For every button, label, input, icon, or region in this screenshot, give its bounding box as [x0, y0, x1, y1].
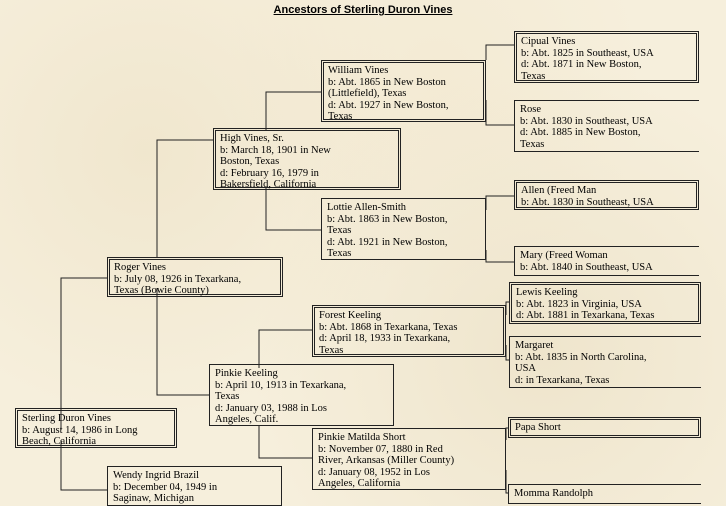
- person-birth: b: Abt. 1835 in North Carolina,: [515, 351, 647, 363]
- person-death-cont: Bakersfield, California: [220, 179, 317, 190]
- person-birth: b: Abt. 1863 in New Boston,: [327, 213, 448, 225]
- person-birth-cont: Beach, California: [22, 436, 97, 447]
- person-name: Forest Keeling: [319, 310, 382, 321]
- person-box-sterling[interactable]: Sterling Duron Vines b: August 14, 1986 …: [15, 408, 177, 448]
- person-death-cont: Angeles, Calif.: [215, 414, 279, 425]
- person-death: d: January 03, 1988 in Los: [215, 402, 327, 414]
- person-box-margaret[interactable]: Margaret b: Abt. 1835 in North Carolina,…: [509, 336, 701, 388]
- person-box-roger[interactable]: Roger Vines b: July 08, 1926 in Texarkan…: [107, 257, 283, 297]
- person-death: d: in Texarkana, Texas: [515, 374, 610, 386]
- person-birth-cont: Texas (Bowie County): [114, 285, 209, 296]
- person-birth: b: Abt. 1865 in New Boston: [328, 76, 446, 88]
- person-name: Pinkie Keeling: [215, 368, 278, 379]
- person-birth-cont: USA: [515, 363, 537, 374]
- person-birth-cont: Boston, Texas: [220, 156, 280, 167]
- person-name: Rose: [520, 104, 541, 115]
- person-death: d: Abt. 1885 in New Boston,: [520, 127, 641, 138]
- person-name: Momma Randolph: [514, 488, 594, 499]
- person-box-rose[interactable]: Rose b: Abt. 1830 in Southeast, USA d: A…: [514, 100, 699, 152]
- person-name: Lewis Keeling: [516, 287, 578, 298]
- person-box-mary[interactable]: Mary (Freed Woman b: Abt. 1840 in Southe…: [514, 246, 699, 276]
- person-birth: b: Abt. 1840 in Southeast, USA: [520, 261, 653, 273]
- person-name: High Vines, Sr.: [220, 133, 284, 144]
- person-box-papa-short[interactable]: Papa Short: [508, 417, 701, 438]
- person-birth: b: March 18, 1901 in New: [220, 144, 331, 156]
- person-birth-cont: River, Arkansas (Miller County): [318, 455, 455, 466]
- person-death-cont: Texas: [327, 248, 352, 259]
- person-box-pinkie-keeling[interactable]: Pinkie Keeling b: April 10, 1913 in Texa…: [209, 364, 394, 426]
- person-name: Lottie Allen-Smith: [327, 202, 407, 213]
- person-birth-cont: Texas: [327, 225, 352, 236]
- person-box-lewis-keeling[interactable]: Lewis Keeling b: Abt. 1823 in Virginia, …: [509, 282, 701, 324]
- person-name: Mary (Freed Woman: [520, 250, 608, 261]
- person-death: d: February 16, 1979 in: [220, 167, 319, 179]
- person-box-forest-keeling[interactable]: Forest Keeling b: Abt. 1868 in Texarkana…: [312, 305, 506, 357]
- person-box-wendy[interactable]: Wendy Ingrid Brazil b: December 04, 1949…: [107, 466, 282, 506]
- person-death-cont: Texas: [520, 138, 545, 150]
- person-box-allen[interactable]: Allen (Freed Man b: Abt. 1830 in Southea…: [514, 180, 699, 210]
- person-death-cont: Texas: [328, 111, 353, 122]
- person-birth-cont: Texas: [215, 391, 240, 402]
- person-death: d: Abt. 1921 in New Boston,: [327, 236, 448, 248]
- person-birth: b: Abt. 1830 in Southeast, USA: [521, 196, 654, 208]
- person-birth: b: Abt. 1823 in Virginia, USA: [516, 298, 642, 310]
- person-box-pinkie-short[interactable]: Pinkie Matilda Short b: November 07, 188…: [312, 428, 506, 490]
- person-box-cipual-vines[interactable]: Cipual Vines b: Abt. 1825 in Southeast, …: [514, 31, 699, 83]
- person-birth: b: Abt. 1830 in Southeast, USA: [520, 115, 653, 127]
- person-birth-cont: (Littlefield), Texas: [328, 88, 407, 99]
- person-name: Wendy Ingrid Brazil: [113, 470, 200, 481]
- person-birth: b: April 10, 1913 in Texarkana,: [215, 379, 347, 391]
- person-death: d: Abt. 1881 in Texarkana, Texas: [516, 310, 655, 321]
- person-death: d: Abt. 1927 in New Boston,: [328, 99, 449, 111]
- person-death: d: April 18, 1933 in Texarkana,: [319, 333, 451, 344]
- person-box-william-vines[interactable]: William Vines b: Abt. 1865 in New Boston…: [321, 60, 486, 122]
- page-title: Ancestors of Sterling Duron Vines: [273, 4, 453, 16]
- person-death-cont: Texas: [319, 344, 344, 356]
- person-birth: b: November 07, 1880 in Red: [318, 443, 443, 455]
- person-box-lottie[interactable]: Lottie Allen-Smith b: Abt. 1863 in New B…: [321, 198, 486, 260]
- person-death-cont: Angeles, California: [318, 478, 401, 489]
- person-birth: b: July 08, 1926 in Texarkana,: [114, 273, 242, 285]
- person-box-momma-randolph[interactable]: Momma Randolph: [508, 484, 701, 504]
- person-name: Allen (Freed Man: [521, 185, 597, 196]
- person-birth: b: December 04, 1949 in: [113, 481, 218, 493]
- person-name: Papa Short: [515, 422, 561, 433]
- person-birth: b: Abt. 1825 in Southeast, USA: [521, 47, 654, 59]
- person-birth: b: August 14, 1986 in Long: [22, 424, 138, 436]
- person-death-cont: Texas: [521, 70, 546, 82]
- person-name: Sterling Duron Vines: [22, 413, 112, 424]
- person-name: Pinkie Matilda Short: [318, 432, 406, 443]
- person-birth: b: Abt. 1868 in Texarkana, Texas: [319, 321, 458, 333]
- person-name: Roger Vines: [114, 262, 166, 273]
- person-box-high-vines[interactable]: High Vines, Sr. b: March 18, 1901 in New…: [213, 128, 401, 190]
- person-death: d: January 08, 1952 in Los: [318, 466, 430, 478]
- person-birth-cont: Saginaw, Michigan: [113, 493, 194, 504]
- person-death: d: Abt. 1871 in New Boston,: [521, 59, 642, 70]
- person-name: Cipual Vines: [521, 36, 576, 47]
- person-name: Margaret: [515, 340, 554, 351]
- person-name: William Vines: [328, 65, 389, 76]
